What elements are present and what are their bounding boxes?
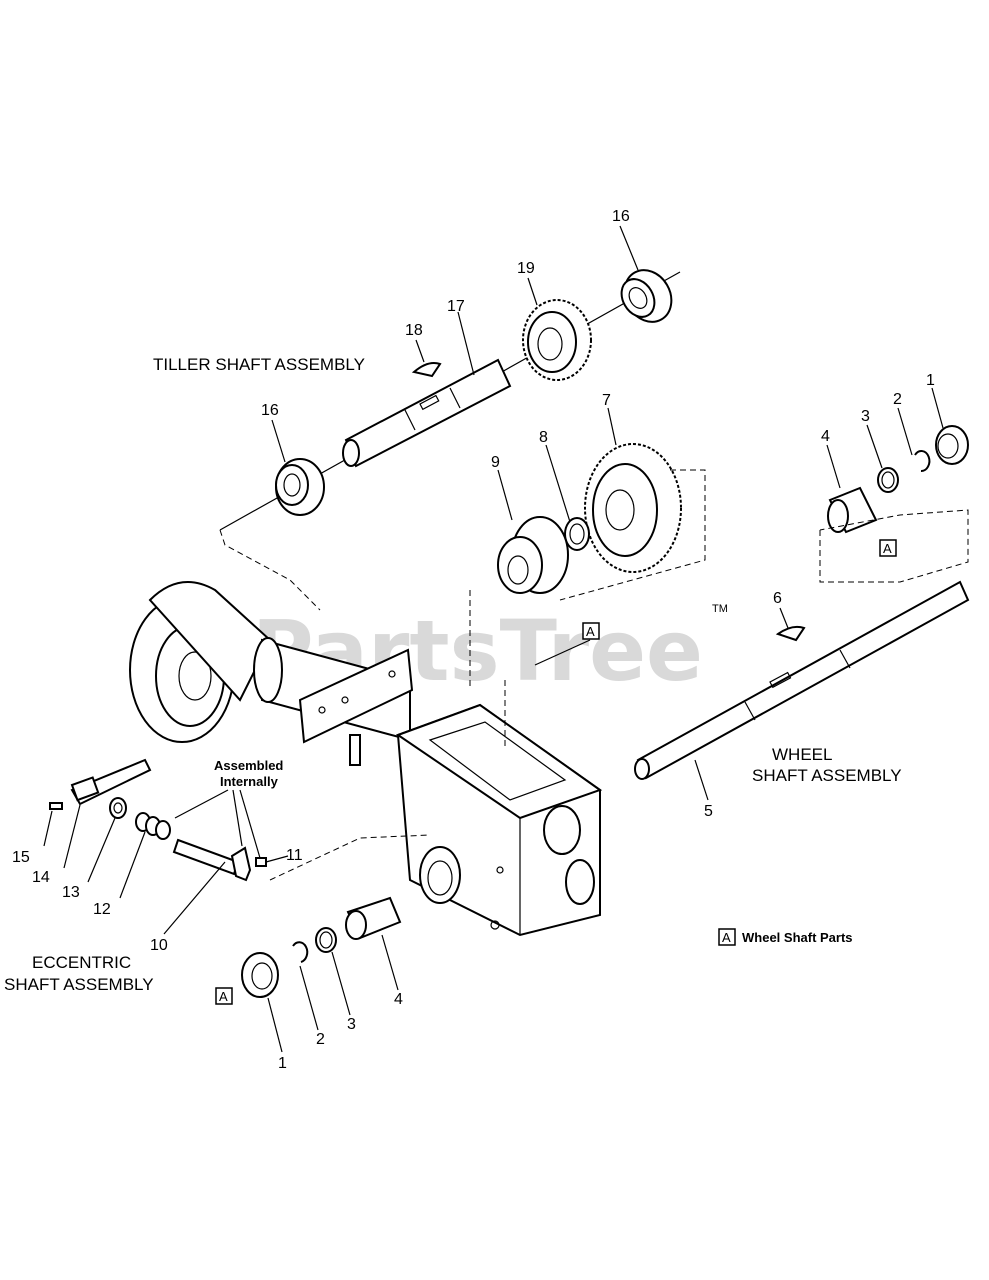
bushing-4-right[interactable] xyxy=(827,486,878,534)
tiller-shaft-assembly-title: TILLER SHAFT ASSEMBLY xyxy=(153,355,365,374)
part-label[interactable]: 4 xyxy=(394,991,403,1008)
part-label[interactable]: 11 xyxy=(286,847,303,864)
part-label[interactable]: 16 xyxy=(612,208,630,225)
wheel-shaft-assembly-title-line1: WHEEL xyxy=(772,745,832,764)
woodruff-key-18[interactable] xyxy=(411,362,442,378)
wheel-shaft-5[interactable] xyxy=(634,580,970,780)
seal-1-right[interactable] xyxy=(935,425,969,465)
wheel-shaft-parts-right xyxy=(819,425,969,583)
part-label[interactable]: 2 xyxy=(893,391,902,408)
watermark-tm: TM xyxy=(712,603,728,615)
seal-1-left[interactable] xyxy=(241,952,279,998)
ring-8[interactable] xyxy=(564,517,590,551)
wheel-shaft-parts-left xyxy=(241,896,402,998)
legend-key-box xyxy=(718,928,736,946)
part-label[interactable]: 1 xyxy=(926,372,935,389)
center-gear-parts xyxy=(469,443,706,690)
svg-text:A: A xyxy=(586,624,595,639)
assembled-internally-note-line2: Internally xyxy=(220,774,279,789)
leader-lines xyxy=(43,225,944,1053)
part-label[interactable]: 6 xyxy=(773,590,782,607)
part-label[interactable]: 3 xyxy=(861,408,870,425)
bearing-16-top[interactable] xyxy=(615,262,681,331)
screw-11[interactable] xyxy=(255,857,267,867)
eccentric-shaft-assembly-title-line2: SHAFT ASSEMBLY xyxy=(4,975,154,994)
svg-text:A: A xyxy=(219,989,228,1004)
lever-14[interactable] xyxy=(70,758,152,806)
bushing-4-left[interactable] xyxy=(345,896,402,940)
eccentric-shaft-assembly-title-line1: ECCENTRIC xyxy=(32,953,131,972)
legend-key: A xyxy=(722,930,731,945)
part-label[interactable]: 17 xyxy=(447,298,465,315)
woodruff-key-6[interactable] xyxy=(775,625,806,642)
part-label[interactable]: 9 xyxy=(491,454,500,471)
clutch-9[interactable] xyxy=(497,516,569,594)
part-label[interactable]: 2 xyxy=(316,1031,325,1048)
part-label[interactable]: 4 xyxy=(821,428,830,445)
snap-ring-2-right[interactable] xyxy=(914,450,931,473)
eccentric-shaft-assembly-parts xyxy=(49,758,431,882)
part-label[interactable]: 8 xyxy=(539,429,548,446)
tiller-shaft-17[interactable] xyxy=(342,358,512,468)
part-label[interactable]: 15 xyxy=(12,849,30,866)
part-label[interactable]: 16 xyxy=(261,402,279,419)
part-label[interactable]: 13 xyxy=(62,884,80,901)
legend: A Wheel Shaft Parts xyxy=(718,928,853,946)
washer-13[interactable] xyxy=(109,797,127,819)
svg-text:A: A xyxy=(883,541,892,556)
gear-7[interactable] xyxy=(584,443,682,573)
screw-15[interactable] xyxy=(49,802,63,810)
part-label[interactable]: 10 xyxy=(150,937,168,954)
gear-19[interactable] xyxy=(522,299,592,381)
snap-ring-2-left[interactable] xyxy=(292,941,309,963)
washer-3-right[interactable] xyxy=(877,467,899,493)
part-label[interactable]: 7 xyxy=(602,392,611,409)
callout-a-box[interactable]: A xyxy=(582,622,600,640)
part-label[interactable]: 1 xyxy=(278,1055,287,1072)
tiller-shaft-assembly-parts xyxy=(219,262,681,531)
part-label[interactable]: 14 xyxy=(32,869,50,886)
eccentric-shaft-10[interactable] xyxy=(172,838,252,882)
legend-text: Wheel Shaft Parts xyxy=(742,930,853,945)
part-label[interactable]: 18 xyxy=(405,322,423,339)
part-label[interactable]: 5 xyxy=(704,803,713,820)
part-number-labels: 16 19 18 17 16 9 8 7 1 2 3 4 6 5 15 14 1… xyxy=(12,208,935,1072)
assembled-internally-note-line1: Assembled xyxy=(214,758,283,773)
part-label[interactable]: 12 xyxy=(93,901,111,918)
wheel-shaft-assembly-title-line2: SHAFT ASSEMBLY xyxy=(752,766,902,785)
transmission-housing[interactable] xyxy=(129,581,603,937)
part-label[interactable]: 19 xyxy=(517,260,535,277)
washer-3-left[interactable] xyxy=(315,927,337,953)
spring-12[interactable] xyxy=(135,812,171,840)
part-label[interactable]: 3 xyxy=(347,1016,356,1033)
callout-a-box[interactable]: A xyxy=(215,987,233,1005)
callout-a-box[interactable]: A xyxy=(879,539,897,557)
bearing-16-left[interactable] xyxy=(275,458,325,516)
